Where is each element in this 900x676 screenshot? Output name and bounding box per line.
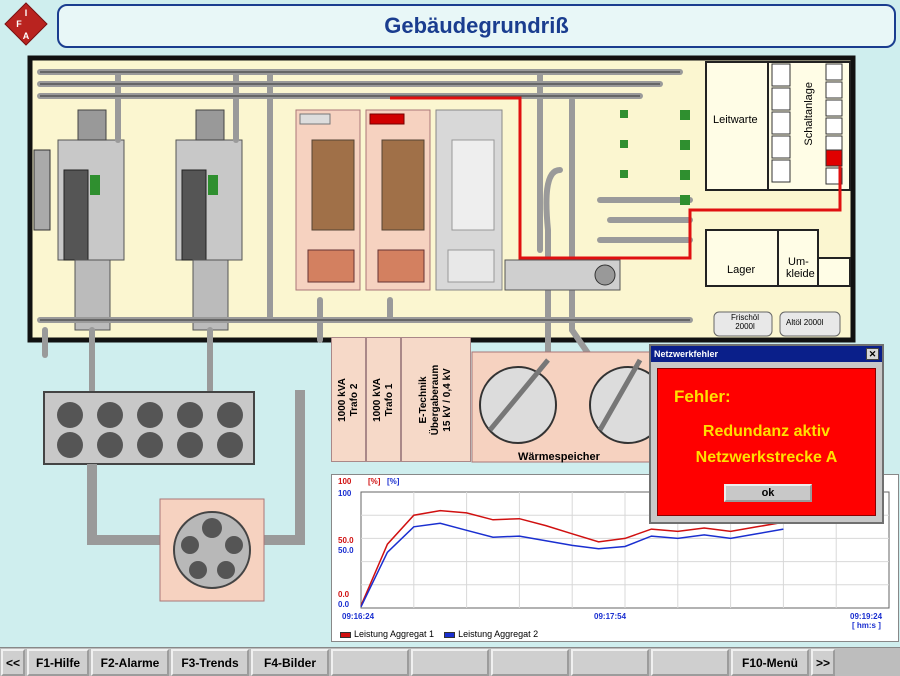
series-aggregat-1 [360, 509, 784, 606]
y-axis-blue-bottom: 0.0 [338, 600, 350, 609]
label-schaltanlage: Schaltanlage [803, 82, 815, 146]
leitwarte-room [705, 61, 769, 191]
logo-letter-a: A [23, 31, 30, 41]
label-umkleide-1: Um- [788, 256, 809, 268]
label-leitwarte: Leitwarte [713, 114, 758, 126]
legend-label-2: Leistung Aggregat 2 [458, 629, 539, 639]
frischoel-tank [713, 311, 773, 337]
umkleide-room [777, 229, 819, 287]
chart-legend: Leistung Aggregat 1 Leistung Aggregat 2 [340, 629, 538, 639]
fkey-f10-men[interactable]: F10-Menü [731, 649, 809, 676]
fkey-empty-7[interactable] [491, 649, 569, 676]
altoel-tank [779, 311, 841, 337]
fkey-[interactable]: << [1, 649, 25, 676]
fkey-[interactable]: >> [811, 649, 835, 676]
y-axis-red-mid: 50.0 [338, 536, 354, 545]
engine-room-2 [365, 109, 431, 291]
fkey-f4-bilder[interactable]: F4-Bilder [251, 649, 329, 676]
trafo-2-label: 1000 kVA Trafo 2 [336, 377, 360, 422]
dialog-body: Fehler: Redundanz aktiv Netzwerkstrecke … [657, 368, 876, 516]
switchgear-alarm-cell [825, 149, 843, 167]
trafo-1-room: 1000 kVA Trafo 1 [366, 337, 401, 462]
logo-letter-i: I [25, 8, 28, 18]
y-axis-red-top: 100 [338, 477, 352, 486]
x-tick-start: 09:16:24 [342, 612, 375, 621]
label-altoel: Altöl 2000l [786, 318, 824, 327]
etechnik-label: E-Technik Übergaberaum 15 kV / 0,4 kV [418, 364, 453, 435]
dialog-title: Netzwerkfehler [654, 349, 719, 359]
x-tick-mid: 09:17:54 [594, 612, 627, 621]
fkey-f1-hilfe[interactable]: F1-Hilfe [27, 649, 89, 676]
fkey-f2-alarme[interactable]: F2-Alarme [91, 649, 169, 676]
building-floor-plan [27, 55, 856, 602]
page-title: Gebäudegrundriß [384, 13, 569, 38]
label-frischoel-2: 2000l [735, 322, 755, 331]
fkey-f3-trends[interactable]: F3-Trends [171, 649, 249, 676]
engine-2-alarm [369, 113, 405, 125]
legend-swatch-1 [340, 631, 351, 638]
label-frischoel-1: Frischöl [730, 313, 759, 322]
engine-block [43, 391, 255, 465]
pipe-network-dark [40, 71, 690, 321]
dialog-titlebar[interactable]: Netzwerkfehler ✕ [651, 346, 882, 362]
plot-grid [361, 492, 889, 608]
etechnik-room: E-Technik Übergaberaum 15 kV / 0,4 kV [401, 337, 471, 462]
ok-button[interactable]: ok [724, 484, 812, 502]
power-cable [390, 96, 842, 260]
error-heading: Fehler: [674, 387, 731, 406]
y-unit-blue: [%] [387, 477, 400, 486]
y-axis-red-bottom: 0.0 [338, 590, 350, 599]
engine-room-1 [295, 109, 361, 291]
y-axis-blue-top: 100 [338, 489, 352, 498]
engine-room-3-inactive [435, 109, 503, 291]
valves [620, 110, 690, 205]
waermespeicher-label: Wärmespeicher [518, 451, 600, 463]
y-unit-red: [%] [368, 477, 381, 486]
fkey-empty-6[interactable] [411, 649, 489, 676]
lager-room [705, 229, 779, 287]
x-unit: [ hm:s ] [852, 621, 881, 630]
x-tick-end: 09:19:24 [850, 612, 883, 621]
fkey-empty-5[interactable] [331, 649, 409, 676]
close-icon[interactable]: ✕ [866, 348, 879, 360]
ifa-logo: I F A [4, 2, 48, 46]
legend-swatch-2 [444, 631, 456, 638]
legend-label-1: Leistung Aggregat 1 [354, 629, 435, 639]
title-bar: Gebäudegrundriß [57, 4, 896, 48]
trafo-2-room: 1000 kVA Trafo 2 [331, 337, 366, 462]
label-frischoel: Frischöl 2000l [730, 313, 760, 331]
label-lager: Lager [727, 264, 756, 276]
turbo-unit [159, 498, 265, 602]
error-line-2: Netzwerkstrecke A [695, 449, 838, 466]
series-aggregat-2 [360, 522, 784, 608]
fkey-empty-9[interactable] [651, 649, 729, 676]
error-line-1: Redundanz aktiv [702, 423, 831, 440]
network-error-dialog: Netzwerkfehler ✕ Fehler: Redundanz aktiv… [649, 344, 884, 524]
logo-letter-f: F [16, 19, 22, 29]
trafo-1-label: 1000 kVA Trafo 1 [371, 377, 395, 422]
fkey-empty-8[interactable] [571, 649, 649, 676]
y-axis-blue-mid: 50.0 [338, 546, 354, 555]
label-umkleide-2: kleide [786, 268, 815, 280]
switchgear-cells [771, 63, 843, 185]
